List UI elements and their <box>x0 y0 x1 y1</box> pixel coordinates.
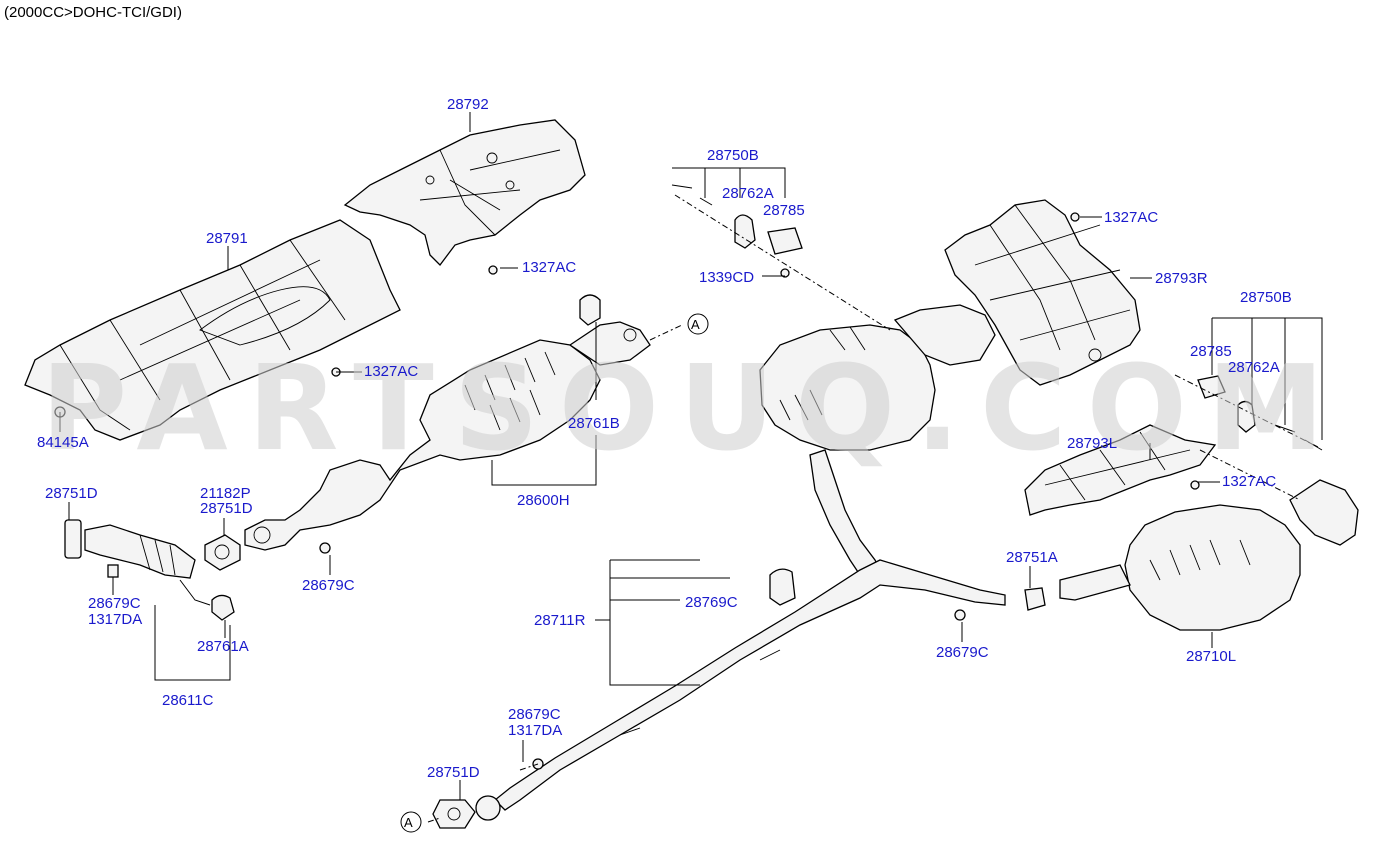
nut-1339CD[interactable] <box>780 268 790 278</box>
part-84145A-label[interactable]: 84145A <box>37 434 89 451</box>
callout-a-bottom-label: A <box>404 815 413 830</box>
bolt-28750B-right[interactable] <box>1274 424 1323 451</box>
part-28679C-mid-label[interactable]: 28679C <box>302 577 355 594</box>
bolt-28750B-top[interactable] <box>671 184 713 206</box>
part-28761A-label[interactable]: 28761A <box>197 638 249 655</box>
nut-28679C-mid[interactable] <box>319 542 331 554</box>
part-28751D-left-label[interactable]: 28751D <box>45 485 98 502</box>
front-pipe-28611C[interactable] <box>84 524 211 606</box>
hanger-28762A-right[interactable] <box>1237 400 1256 433</box>
part-28679C-right-label[interactable]: 28679C <box>936 644 989 661</box>
part-1327AC-top-label[interactable]: 1327AC <box>522 259 577 276</box>
bracket-28785-right[interactable] <box>1197 375 1226 399</box>
part-28762A-top-label[interactable]: 28762A <box>722 185 774 202</box>
nut-28679C-right[interactable] <box>954 609 966 621</box>
part-28750B-top-label[interactable]: 28750B <box>707 147 759 164</box>
part-28679C-left-label[interactable]: 28679C <box>88 595 141 612</box>
part-28611C-label[interactable]: 28611C <box>162 692 214 709</box>
page-title: (2000CC>DOHC-TCI/GDI) <box>4 4 182 21</box>
part-28785-top-label[interactable]: 28785 <box>763 202 805 219</box>
hanger-28762A-top[interactable] <box>734 214 756 249</box>
part-28762A-right-label[interactable]: 28762A <box>1228 359 1280 376</box>
part-28751D-mid-label[interactable]: 28751D <box>200 500 253 517</box>
heat-shield-28791[interactable] <box>24 219 401 441</box>
part-1327AC-right-label[interactable]: 1327AC <box>1104 209 1159 226</box>
part-1339CD-label[interactable]: 1339CD <box>699 269 755 286</box>
callout-a-top-label: A <box>691 317 700 332</box>
heat-shield-28792[interactable] <box>343 119 586 266</box>
nut-28679C-left[interactable] <box>107 564 119 578</box>
part-28792-label[interactable]: 28792 <box>447 96 489 113</box>
flange-28751D-bottom[interactable] <box>475 795 501 821</box>
callout-a-bottom[interactable] <box>400 811 422 833</box>
part-28679C-bottom-label[interactable]: 28679C <box>508 706 561 723</box>
part-28793R-label[interactable]: 28793R <box>1155 270 1208 287</box>
part-28710L-label[interactable]: 28710L <box>1186 648 1237 665</box>
center-muffler-assembly[interactable] <box>494 304 1006 811</box>
part-28600H-label[interactable]: 28600H <box>517 492 570 509</box>
part-21182P-label[interactable]: 21182P <box>200 485 251 502</box>
gasket-28751D-bottom[interactable] <box>432 799 476 829</box>
heat-shield-28793R[interactable] <box>944 199 1141 386</box>
part-28761B-label[interactable]: 28761B <box>568 415 620 432</box>
part-1317DA-bottom-label[interactable]: 1317DA <box>508 722 563 739</box>
hanger-28761A[interactable] <box>211 594 235 621</box>
part-28791-label[interactable]: 28791 <box>206 230 248 247</box>
part-1327AC-mid-label[interactable]: 1327AC <box>364 363 419 380</box>
part-28751A-label[interactable]: 28751A <box>1006 549 1058 566</box>
callout-a-top[interactable] <box>687 313 709 335</box>
part-28793L-label[interactable]: 28793L <box>1067 435 1118 452</box>
hanger-28761B[interactable] <box>579 294 601 326</box>
hanger-28769C[interactable] <box>769 568 796 606</box>
catalytic-converter-28600H[interactable] <box>244 321 651 551</box>
gasket-21182P[interactable] <box>204 534 241 571</box>
part-28751D-bottom-label[interactable]: 28751D <box>427 764 480 781</box>
gasket-28751D-left[interactable] <box>64 519 82 559</box>
part-1317DA-left-label[interactable]: 1317DA <box>88 611 143 628</box>
heat-shield-28793L[interactable] <box>1024 424 1217 516</box>
rear-muffler-28710L[interactable] <box>1059 479 1359 631</box>
gasket-28751A[interactable] <box>1024 587 1046 611</box>
part-28769C-label[interactable]: 28769C <box>685 594 738 611</box>
part-1327AC-lower-label[interactable]: 1327AC <box>1222 473 1277 490</box>
part-28785-right-label[interactable]: 28785 <box>1190 343 1232 360</box>
bracket-28785-top[interactable] <box>767 227 803 255</box>
part-28711R-label[interactable]: 28711R <box>534 612 586 629</box>
part-28750B-right-label[interactable]: 28750B <box>1240 289 1292 306</box>
